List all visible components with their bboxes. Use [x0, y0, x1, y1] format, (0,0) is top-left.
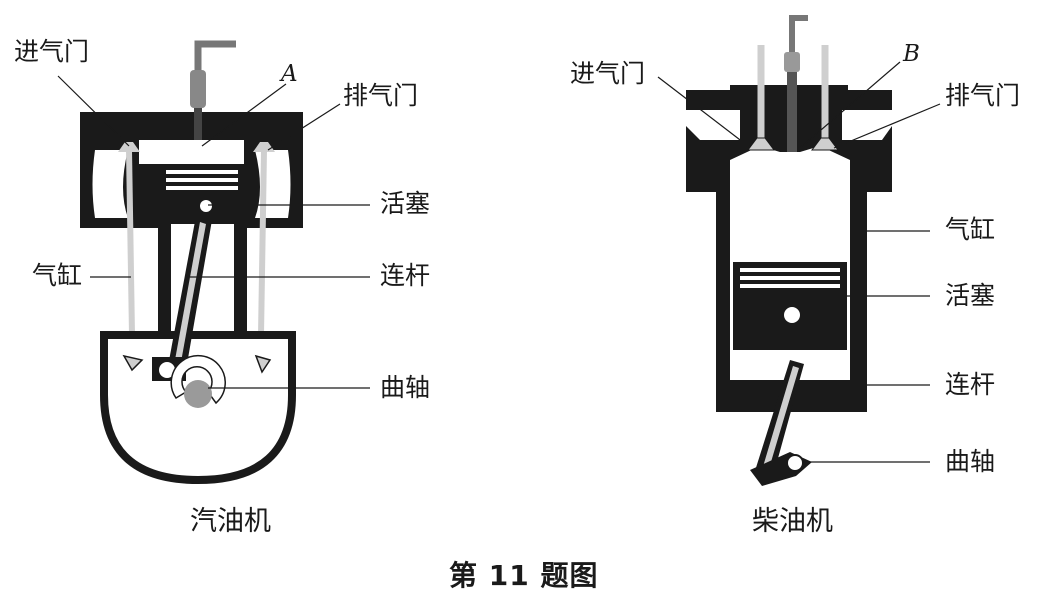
- gasoline-engine: [57, 40, 370, 485]
- gasoline-leader-lines: [57, 75, 370, 389]
- diesel-cylinder-label: 气缸: [945, 215, 996, 244]
- diesel-engine: [657, 15, 941, 486]
- intake-cam: [122, 354, 144, 372]
- gasoline-crankshaft: [170, 354, 226, 408]
- gasoline-engine-caption: 汽油机: [190, 506, 271, 537]
- gasoline-crankshaft-label: 曲轴: [380, 373, 431, 402]
- gasoline-piston: [160, 164, 244, 224]
- gasoline-cylinder-label: 气缸: [32, 261, 83, 290]
- gasoline-crankcase: [100, 331, 296, 485]
- diesel-exhaust-valve: [811, 45, 839, 151]
- gasoline-piston-label: 活塞: [380, 189, 431, 218]
- diesel-leader-lines: [657, 61, 941, 463]
- gasoline-connecting-rod-label: 连杆: [380, 261, 431, 290]
- diesel-piston: [733, 262, 847, 350]
- gasoline-intake-valve-label: 进气门: [14, 37, 90, 66]
- point-a-label: A: [281, 61, 298, 87]
- diesel-intake-valve: [747, 45, 775, 151]
- gasoline-intake-valve: [118, 142, 140, 336]
- diesel-connecting-rod: [754, 360, 804, 480]
- diesel-intake-port: [686, 110, 740, 140]
- gasoline-intake-port: [92, 150, 128, 218]
- point-b-label: B: [903, 41, 920, 67]
- spark-plug: [190, 40, 236, 140]
- diesel-piston-label: 活塞: [945, 281, 996, 310]
- diesel-crankshaft-label: 曲轴: [945, 447, 996, 476]
- diesel-connecting-rod-label: 连杆: [945, 370, 996, 399]
- gasoline-exhaust-valve-label: 排气门: [343, 81, 419, 110]
- figure-caption: 第 11 题图: [449, 559, 599, 592]
- gasoline-connecting-rod: [152, 216, 212, 381]
- exhaust-cam: [254, 354, 272, 374]
- diesel-crankshaft: [750, 452, 812, 486]
- diesel-engine-caption: 柴油机: [752, 506, 833, 537]
- diesel-intake-valve-label: 进气门: [570, 59, 646, 88]
- gasoline-cylinder-head: [80, 112, 303, 335]
- fuel-injector: [784, 15, 808, 152]
- diesel-exhaust-port: [842, 110, 892, 140]
- diesel-exhaust-valve-label: 排气门: [945, 81, 1021, 110]
- gasoline-combustion-chamber: [139, 140, 244, 164]
